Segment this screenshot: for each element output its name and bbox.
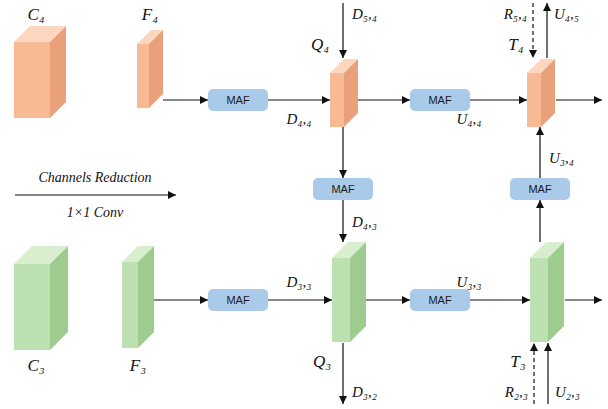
signal-label: U₄,₅ — [554, 7, 579, 22]
module-box: MAF — [208, 89, 268, 111]
block-side — [149, 30, 163, 108]
connector — [268, 299, 332, 300]
output-arrow — [342, 343, 343, 404]
block-front — [330, 73, 344, 127]
signal-label: U₄,₄ — [456, 112, 481, 127]
block-shape — [530, 242, 564, 342]
block-side — [548, 242, 564, 342]
module-name: MAF — [428, 295, 451, 306]
residual-arrow — [532, 3, 533, 58]
connector — [268, 99, 330, 100]
block-side — [50, 26, 66, 118]
module-name: MAF — [226, 295, 249, 306]
connector — [358, 99, 410, 100]
operation-note: Channels Reduction — [38, 171, 151, 185]
block-front — [14, 42, 50, 118]
connector — [470, 99, 527, 100]
feature-name: C₃ — [27, 357, 44, 374]
module-name: MAF — [226, 95, 249, 106]
module-box: MAF — [510, 178, 570, 200]
connector — [366, 299, 410, 300]
block-shape — [14, 26, 66, 118]
module-box: MAF — [313, 178, 373, 200]
connector — [470, 299, 530, 300]
feature-name: Q₄ — [311, 36, 329, 53]
connector — [539, 127, 540, 178]
feature-map: T₄ — [527, 59, 555, 127]
operation-note: 1×1 Conv — [67, 206, 124, 220]
connector — [539, 200, 540, 242]
connector — [163, 99, 208, 100]
feature-cube: C₄ — [14, 26, 66, 118]
block-front — [14, 264, 50, 350]
signal-label: D₅,₄ — [352, 7, 377, 22]
feature-map: T₃ — [530, 242, 564, 342]
block-front — [137, 44, 149, 108]
feature-name: F₃ — [130, 357, 146, 374]
feature-cube: C₃ — [14, 246, 68, 350]
block-side — [350, 242, 366, 342]
output-arrow — [565, 299, 602, 300]
block-shape — [14, 246, 68, 350]
signal-label: U₂,₃ — [555, 385, 580, 400]
block-side — [344, 59, 358, 127]
signal-label: D₄,₄ — [286, 112, 311, 127]
feature-map: Q₃ — [332, 242, 366, 342]
block-shape — [137, 30, 163, 108]
module-name: MAF — [428, 95, 451, 106]
feature-name: C₄ — [27, 6, 44, 23]
block-shape — [527, 59, 555, 127]
block-front — [530, 258, 548, 342]
feature-map: F₃ — [122, 246, 154, 348]
signal-label: D₃,₃ — [286, 275, 311, 290]
signal-label: R₂,₃ — [505, 385, 528, 400]
signal-label: D₄,₃ — [352, 215, 377, 230]
signal-label: R₅,₄ — [504, 7, 527, 22]
feature-name: T₄ — [508, 36, 523, 53]
block-front — [122, 262, 138, 348]
feature-name: F₄ — [142, 6, 158, 23]
residual-arrow — [533, 343, 534, 404]
input-arrow — [547, 343, 548, 404]
reduction-arrow — [15, 194, 176, 195]
module-box: MAF — [208, 289, 268, 311]
connector — [342, 200, 343, 242]
block-shape — [332, 242, 366, 342]
module-name: MAF — [331, 184, 354, 195]
signal-label: U₃,₄ — [549, 151, 574, 166]
signal-label: D₃,₂ — [352, 385, 377, 400]
block-shape — [330, 59, 358, 127]
signal-label: U₃,₃ — [456, 275, 481, 290]
input-arrow — [342, 3, 343, 58]
block-side — [541, 59, 555, 127]
feature-name: Q₃ — [313, 353, 331, 370]
block-front — [527, 73, 541, 127]
block-side — [138, 246, 154, 348]
connector — [154, 299, 208, 300]
output-arrow — [546, 3, 547, 58]
feature-name: T₃ — [510, 353, 525, 370]
output-arrow — [556, 99, 602, 100]
feature-map: Q₄ — [330, 59, 358, 127]
module-box: MAF — [410, 289, 470, 311]
module-name: MAF — [528, 184, 551, 195]
feature-map: F₄ — [137, 30, 163, 108]
block-shape — [122, 246, 154, 348]
connector — [342, 127, 343, 178]
block-front — [332, 258, 350, 342]
module-box: MAF — [410, 89, 470, 111]
block-side — [50, 246, 68, 350]
